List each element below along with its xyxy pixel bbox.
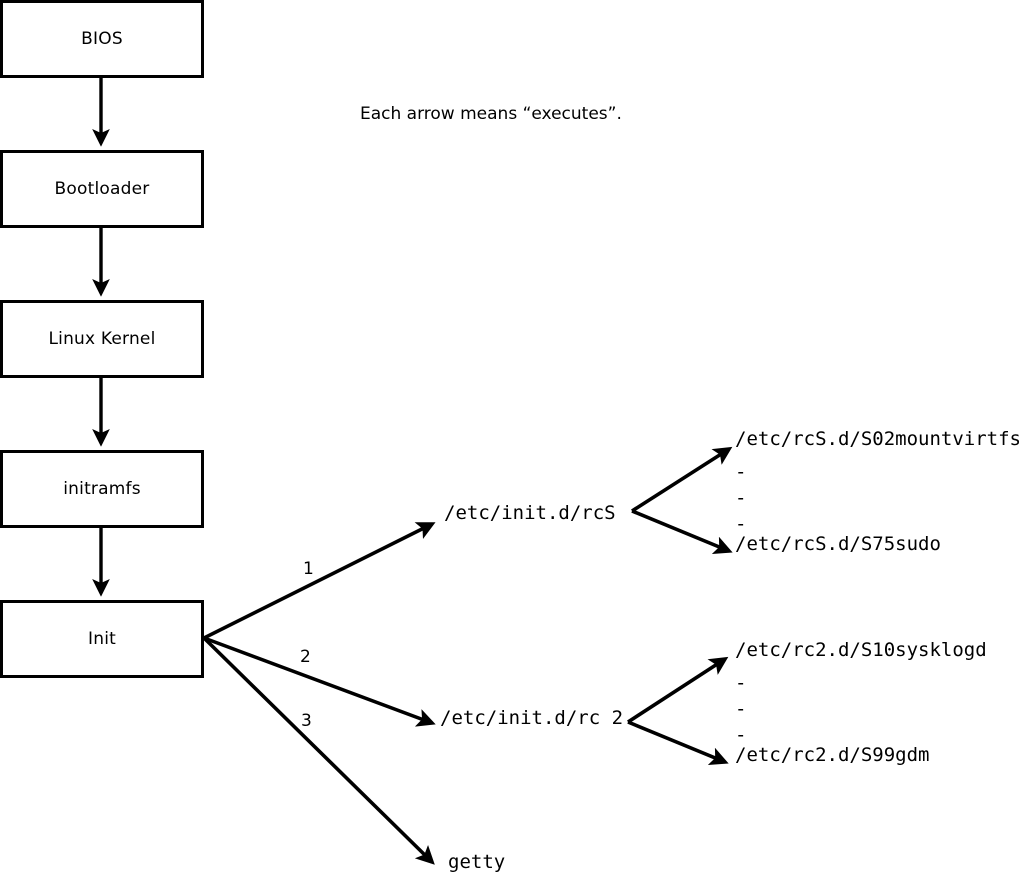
- edge-number-2: 2: [300, 647, 311, 667]
- rc2-scripts-ellipsis: - - -: [735, 672, 747, 746]
- node-bootloader[interactable]: Bootloader: [0, 150, 204, 228]
- edge-number-3: 3: [301, 711, 312, 731]
- node-bios[interactable]: BIOS: [0, 0, 204, 78]
- label-rcs-first-script[interactable]: /etc/rcS.d/S02mountvirtfs: [735, 428, 1021, 450]
- node-linux-kernel[interactable]: Linux Kernel: [0, 300, 204, 378]
- edge-init-to-rcs: [203, 522, 436, 640]
- label-rcs-last-script[interactable]: /etc/rcS.d/S75sudo: [735, 533, 941, 555]
- label-rc2-first-script[interactable]: /etc/rc2.d/S10sysklogd: [735, 639, 987, 661]
- edge-rcs-to-last-script: [631, 509, 733, 555]
- node-init-label: Init: [88, 629, 116, 649]
- node-init[interactable]: Init: [0, 600, 204, 678]
- edge-init-to-rc2: [203, 636, 436, 727]
- edge-rcs-to-first-script: [631, 446, 733, 513]
- edge-rc2-to-first-script: [627, 656, 729, 724]
- edge-init-to-getty: [202, 636, 435, 865]
- label-init-d-rcs[interactable]: /etc/init.d/rcS: [444, 502, 616, 524]
- node-bootloader-label: Bootloader: [54, 179, 150, 199]
- edge-rc2-to-last-script: [627, 720, 729, 766]
- node-bios-label: BIOS: [81, 29, 123, 49]
- label-init-d-rc2[interactable]: /etc/init.d/rc 2: [440, 707, 624, 729]
- node-initramfs-label: initramfs: [63, 479, 141, 499]
- label-rc2-last-script[interactable]: /etc/rc2.d/S99gdm: [735, 744, 930, 766]
- node-initramfs[interactable]: initramfs: [0, 450, 204, 528]
- legend-note: Each arrow means “executes”.: [360, 104, 622, 124]
- label-getty[interactable]: getty: [448, 851, 506, 873]
- rcs-scripts-ellipsis: - - -: [735, 461, 747, 535]
- node-linux-kernel-label: Linux Kernel: [48, 329, 156, 349]
- edge-number-1: 1: [303, 559, 314, 579]
